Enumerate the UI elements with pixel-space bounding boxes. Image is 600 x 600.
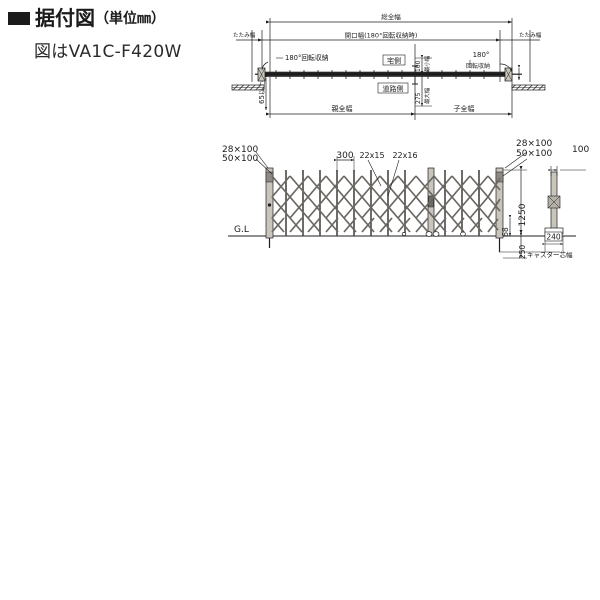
label-caster-width-value: 240 [546,233,561,242]
road-side-box [377,82,409,94]
label-max-width-value: 275 [415,92,422,104]
label-lattice-22x15: 22x15 [359,151,384,160]
label-post-left-1: 28×100 [222,145,258,155]
label-road-side: 道路側 [383,84,404,93]
label-rotate-store-left: 180°回転収納 [285,53,329,62]
label-caster-width: キャスター芯幅 [527,250,573,259]
label-lattice-22x16: 22x16 [392,151,417,160]
label-post-right-1: 28×100 [516,139,552,149]
label-post-left-2: 50×100 [222,154,258,164]
label-rotate-store-right: 回転収納 [466,62,490,70]
model-subtitle: 図はVA1C-F420W [34,42,182,62]
label-house-side: 宅側 [387,56,401,65]
page-title-unit: （単位㎜） [95,10,165,26]
label-clearance-65: 65以上 [257,81,266,104]
caster-width-box [544,231,563,242]
page-title: 据付図 [35,6,95,30]
label-base-offset-68: 68 [501,227,510,237]
label-parent-width: 親全幅 [332,104,353,113]
label-section-width-100: 100 [572,145,589,155]
label-base-height-250: 250 [518,245,527,260]
label-rotate-deg-right: 180° [473,51,490,59]
label-fold-width-left: たたみ幅 [233,31,256,39]
label-post-right-2: 50×100 [516,149,552,159]
title-block: 据付図 （単位㎜） 図はVA1C-F420W [8,8,182,62]
black-square-icon [8,11,30,25]
label-pitch-300: 300 [336,151,353,161]
house-side-box [382,54,406,66]
label-fold-width-right: たたみ幅 [519,31,542,39]
label-child-width: 子全幅 [454,104,475,113]
title-row: 据付図 （単位㎜） [8,8,182,28]
label-min-width: 最小幅 [423,55,431,72]
label-height-1250: 1250 [518,203,528,226]
label-overall-width: 総全幅 [381,12,401,21]
label-max-width: 最大幅 [423,87,431,104]
label-opening-width: 開口幅(180°回転収納時) [345,31,418,40]
label-ground-line: G.L [234,225,249,235]
label-min-width-value: 100 [415,60,422,72]
